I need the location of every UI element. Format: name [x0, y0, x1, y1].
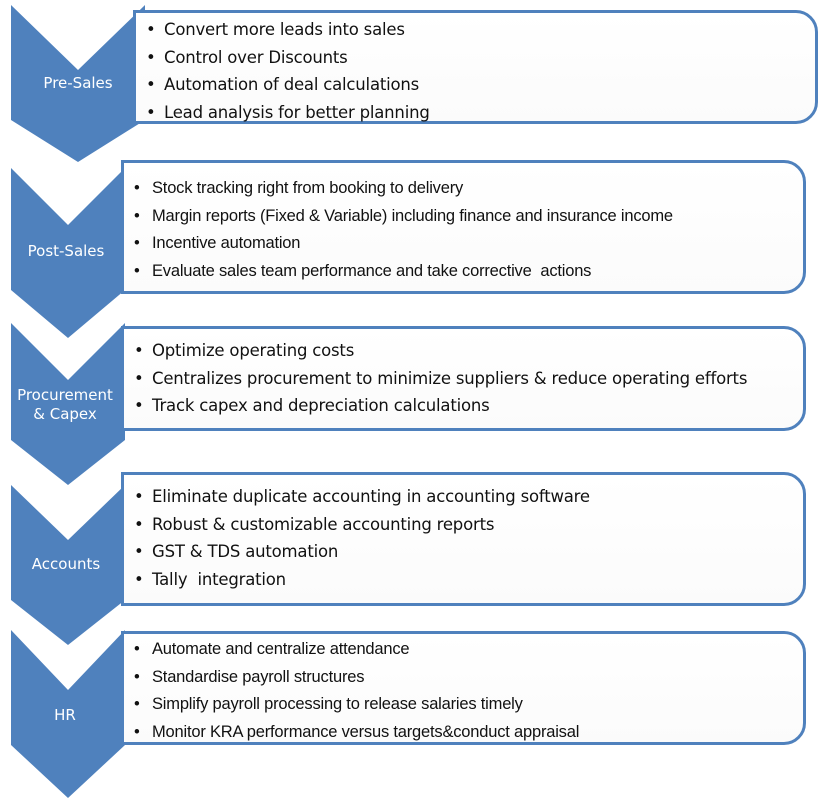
bullet-item: •Control over Discounts [146, 44, 815, 72]
bullet-icon: • [134, 640, 140, 658]
bullet-icon: • [134, 234, 140, 252]
stage-label-accounts: Accounts [31, 555, 101, 573]
chevron-procurement-capex-icon [11, 323, 125, 485]
bullet-icon: • [146, 47, 156, 67]
chevron-hr-icon [11, 630, 125, 798]
bullet-item: •Centralizes procurement to minimize sup… [134, 365, 803, 393]
bullet-item: •Incentive automation [134, 230, 803, 258]
bullet-icon: • [134, 396, 144, 415]
bullet-item: •Simplify payroll processing to release … [134, 691, 803, 719]
chevron-post-sales-icon [11, 168, 125, 338]
bullet-list: •Eliminate duplicate accounting in accou… [134, 483, 803, 593]
bullet-item: •Lead analysis for better planning [146, 99, 815, 127]
bullet-icon: • [134, 261, 140, 280]
bullet-icon: • [134, 206, 140, 225]
bullet-list: •Stock tracking right from booking to de… [134, 175, 803, 285]
stage-label-pre-sales: Pre-Sales [43, 74, 113, 92]
stage-box-accounts: •Eliminate duplicate accounting in accou… [121, 472, 806, 606]
bullet-item: •Track capex and depreciation calculatio… [134, 392, 803, 420]
bullet-icon: • [146, 102, 156, 122]
stage-box-procurement-capex: •Optimize operating costs •Centralizes p… [121, 326, 806, 431]
bullet-item: •Automate and centralize attendance [134, 636, 803, 664]
bullet-item: •Automation of deal calculations [146, 71, 815, 99]
bullet-item: •Stock tracking right from booking to de… [134, 175, 803, 203]
bullet-item: •GST & TDS automation [134, 538, 803, 566]
bullet-icon: • [134, 487, 144, 506]
stage-label-post-sales: Post-Sales [27, 242, 105, 260]
bullet-item: •Standardise payroll structures [134, 664, 803, 692]
bullet-icon: • [146, 20, 156, 39]
stage-label-procurement-capex: Procurement & Capex [17, 386, 113, 423]
bullet-item: •Margin reports (Fixed & Variable) inclu… [134, 203, 803, 231]
bullet-item: •Robust & customizable accounting report… [134, 511, 803, 539]
bullet-icon: • [134, 569, 144, 589]
bullet-item: •Evaluate sales team performance and tak… [134, 258, 803, 286]
stage-box-hr: •Automate and centralize attendance •Sta… [121, 631, 806, 745]
bullet-icon: • [134, 341, 144, 360]
bullet-list: •Optimize operating costs •Centralizes p… [134, 337, 803, 420]
bullet-icon: • [134, 667, 140, 686]
bullet-list: •Convert more leads into sales •Control … [146, 16, 815, 126]
bullet-item: •Optimize operating costs [134, 337, 803, 365]
bullet-icon: • [134, 695, 140, 713]
chevron-pre-sales-icon [11, 5, 145, 162]
bullet-item: •Eliminate duplicate accounting in accou… [134, 483, 803, 511]
bullet-icon: • [146, 75, 156, 94]
bullet-icon: • [134, 179, 140, 197]
bullet-list: •Automate and centralize attendance •Sta… [134, 636, 803, 746]
bullet-item: •Convert more leads into sales [146, 16, 815, 44]
bullet-item: •Monitor KRA performance versus targets&… [134, 719, 803, 747]
bullet-icon: • [134, 514, 144, 534]
stage-box-pre-sales: •Convert more leads into sales •Control … [133, 10, 818, 124]
bullet-icon: • [134, 368, 144, 388]
stage-label-hr: HR [54, 706, 76, 724]
bullet-icon: • [134, 722, 140, 741]
stage-box-post-sales: •Stock tracking right from booking to de… [121, 160, 806, 294]
bullet-item: •Tally integration [134, 566, 803, 594]
bullet-icon: • [134, 542, 144, 561]
chevron-accounts-icon [11, 485, 125, 645]
